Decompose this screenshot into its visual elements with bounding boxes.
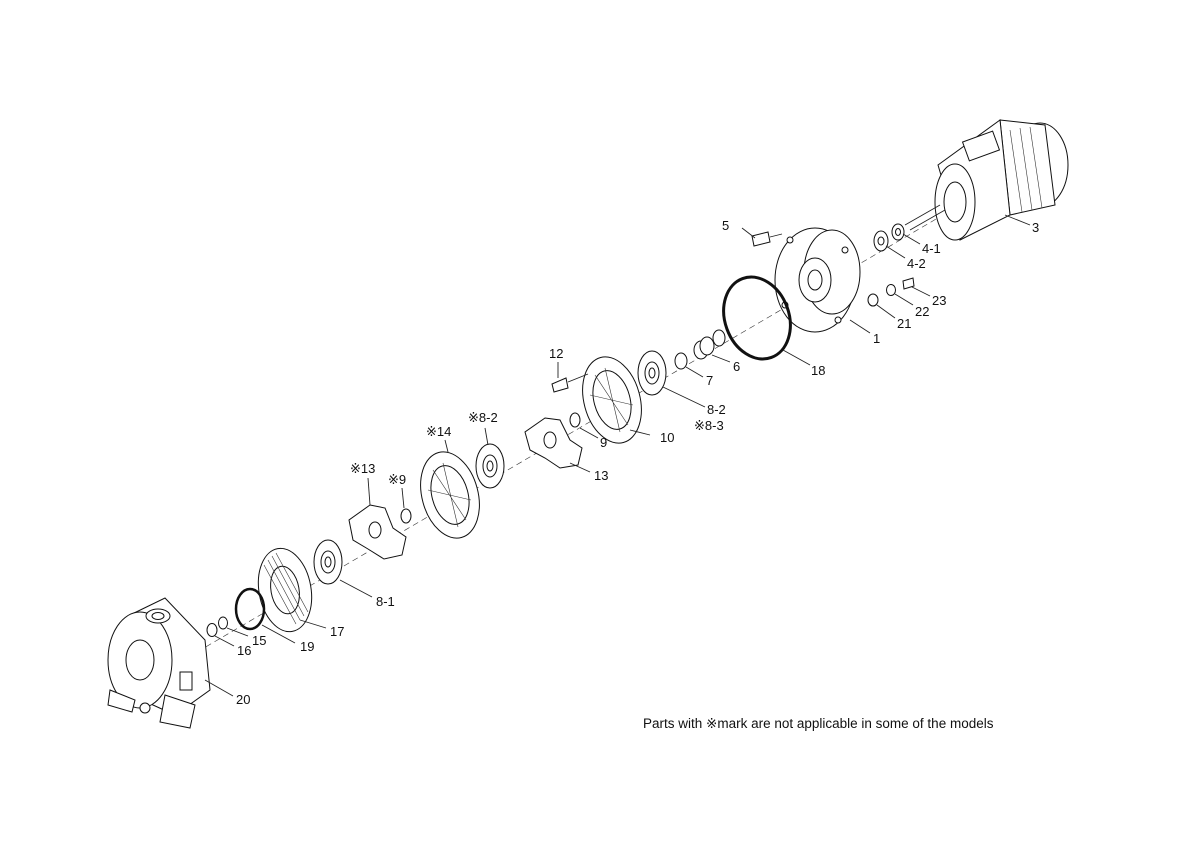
label-part-4-1: 4-1 xyxy=(922,241,941,256)
label-part-22: 22 xyxy=(915,304,929,319)
label-part-19: 19 xyxy=(300,639,314,654)
label-part-12: 12 xyxy=(549,346,563,361)
bolt-part-5 xyxy=(751,231,783,247)
label-part-8-3: ※8-3 xyxy=(694,418,724,433)
label-part-16: 16 xyxy=(237,643,251,658)
label-part-9: 9 xyxy=(600,435,607,450)
models-note: Parts with ※mark are not applicable in s… xyxy=(643,716,994,731)
casing-cover-part-10 xyxy=(582,356,642,444)
seal-part-6 xyxy=(693,329,726,360)
label-part-1: 1 xyxy=(873,331,880,346)
label-part-17: 17 xyxy=(330,624,344,639)
label-part-13: 13 xyxy=(594,468,608,483)
label-part-14: ※14 xyxy=(426,424,451,439)
bolt-part-12 xyxy=(551,377,569,393)
label-part-10: 10 xyxy=(660,430,674,445)
label-part-9-alt: ※9 xyxy=(388,472,406,487)
label-part-8-1: 8-1 xyxy=(376,594,395,609)
impeller-part-8-2 xyxy=(637,350,667,396)
label-part-13-alt: ※13 xyxy=(350,461,375,476)
label-part-18: 18 xyxy=(811,363,825,378)
impeller-part-8-2-alt xyxy=(475,443,505,489)
bolt-part-23 xyxy=(902,277,915,290)
label-part-21: 21 xyxy=(897,316,911,331)
motor-part-3 xyxy=(904,119,1069,241)
casing-part-14 xyxy=(420,451,480,539)
casing-part-17 xyxy=(257,547,313,633)
o-ring-part-18 xyxy=(722,275,792,361)
bush-part-9 xyxy=(569,412,581,428)
label-part-23: 23 xyxy=(932,293,946,308)
leader-lines xyxy=(204,214,1031,697)
washer-part-15 xyxy=(218,616,228,630)
label-part-8-2-alt: ※8-2 xyxy=(468,410,498,425)
label-part-5: 5 xyxy=(722,218,729,233)
label-part-6: 6 xyxy=(733,359,740,374)
label-part-15: 15 xyxy=(252,633,266,648)
bracket-part-1 xyxy=(774,227,861,333)
o-ring-part-19 xyxy=(234,587,266,631)
washer-part-22 xyxy=(886,284,896,296)
pump-casing-part-20 xyxy=(107,597,211,729)
nut-part-21 xyxy=(867,293,879,307)
nut-part-16 xyxy=(206,623,218,637)
label-part-7: 7 xyxy=(706,373,713,388)
bush-part-9-alt xyxy=(400,508,412,524)
label-part-8-2: 8-2 xyxy=(707,402,726,417)
impeller-part-8-1 xyxy=(313,539,343,585)
ring-part-7 xyxy=(674,352,688,370)
label-part-20: 20 xyxy=(236,692,250,707)
label-part-4-2: 4-2 xyxy=(907,256,926,271)
label-part-3: 3 xyxy=(1032,220,1039,235)
